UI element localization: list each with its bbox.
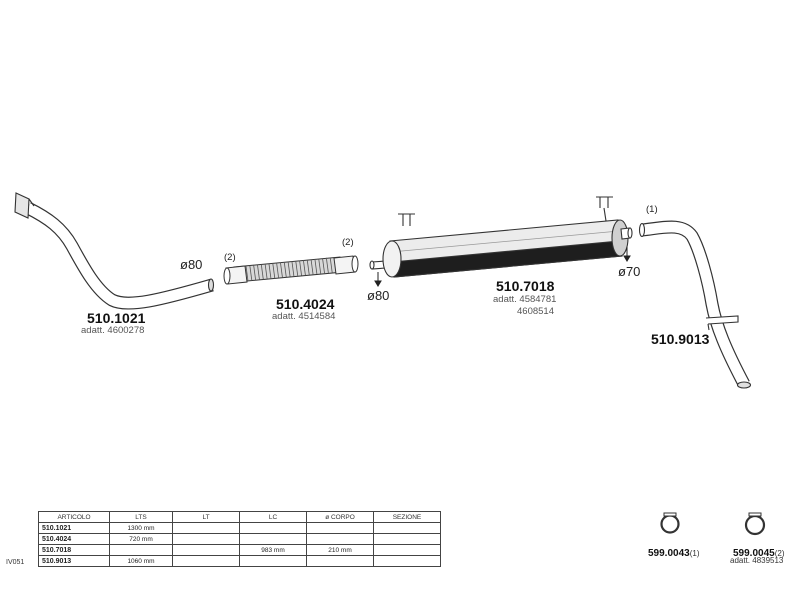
silencer-510-7018[interactable] (369, 196, 633, 278)
diameter-label-silencer-outlet: ø70 (618, 264, 641, 279)
table-row[interactable]: 510.9013 1060 mm (38, 555, 441, 567)
dimension-arrows (374, 247, 631, 287)
table-row-tag: IV051 (6, 559, 25, 566)
part-code-510-7018[interactable]: 510.7018 (496, 278, 555, 294)
part-code-510-4024[interactable]: 510.4024 (276, 296, 335, 312)
diameter-label-silencer-inlet: ø80 (367, 288, 390, 303)
diameter-label-front-pipe: ø80 (180, 257, 203, 272)
cell-lts: 720 mm (109, 533, 173, 545)
header-articolo: ARTICOLO (38, 511, 110, 523)
header-lts: LTS (109, 511, 173, 523)
cell-sezione (373, 555, 441, 567)
cell-lts (109, 544, 173, 556)
header-lc: LC (239, 511, 307, 523)
cell-lc: 983 mm (239, 544, 307, 556)
note-tailpipe: (1) (646, 204, 658, 215)
front-pipe-510-1021[interactable] (14, 192, 215, 310)
cell-lts: 1060 mm (109, 555, 173, 567)
cell-lt (172, 555, 240, 567)
cell-corpo (306, 522, 374, 534)
table-row[interactable]: 510.4024 720 mm (38, 533, 441, 545)
cell-lt (172, 544, 240, 556)
cell-lt (172, 533, 240, 545)
cell-sezione (373, 544, 441, 556)
clamp-code-599-0045[interactable]: 599.0045 (733, 548, 775, 559)
note-flex-left: (2) (224, 252, 236, 263)
table-row[interactable]: 510.7018 983 mm 210 mm (38, 544, 441, 556)
note-flex-right: (2) (342, 237, 354, 248)
part-adatt-510-4024: adatt. 4514584 (272, 311, 336, 322)
part-code-510-1021[interactable]: 510.1021 (87, 310, 146, 326)
cell-articolo: 510.7018 (38, 544, 110, 556)
cell-lt (172, 522, 240, 534)
header-corpo: ø CORPO (306, 511, 374, 523)
clamp-suffix-599-0043: (1) (689, 549, 700, 558)
clamp-suffix-599-0045: (2) (774, 549, 785, 558)
cell-sezione (373, 533, 441, 545)
cell-articolo: 510.4024 (38, 533, 110, 545)
part-code-510-9013[interactable]: 510.9013 (651, 331, 710, 347)
cell-lts: 1300 mm (109, 522, 173, 534)
part-adatt-510-7018-b: 4608514 (517, 306, 554, 317)
flex-pipe-510-4024[interactable] (223, 255, 359, 285)
cell-lc (239, 522, 307, 534)
tailpipe-510-9013[interactable] (638, 220, 752, 389)
cell-lc (239, 533, 307, 545)
table-header-row: ARTICOLO LTS LT LC ø CORPO SEZIONE (38, 511, 441, 523)
cell-lc (239, 555, 307, 567)
clamp-label-599-0045: 599.0045(2) (733, 543, 785, 561)
cell-articolo: 510.9013 (38, 555, 110, 567)
cell-corpo: 210 mm (306, 544, 374, 556)
header-lt: LT (172, 511, 240, 523)
clamp-code-599-0043[interactable]: 599.0043 (648, 548, 690, 559)
header-sezione: SEZIONE (373, 511, 441, 523)
table-row[interactable]: 510.1021 1300 mm (38, 522, 441, 534)
cell-articolo: 510.1021 (38, 522, 110, 534)
part-adatt-510-1021: adatt. 4600278 (81, 325, 145, 336)
parts-table: ARTICOLO LTS LT LC ø CORPO SEZIONE 510.1… (38, 511, 441, 567)
clamp-599-0043[interactable] (660, 512, 680, 534)
clamp-label-599-0043: 599.0043(1) (648, 543, 700, 561)
cell-corpo (306, 555, 374, 567)
cell-corpo (306, 533, 374, 545)
part-adatt-510-7018-a: adatt. 4584781 (493, 294, 557, 305)
clamp-599-0045[interactable] (744, 512, 766, 536)
clamp-adatt-599-0045: adatt. 4839513 (730, 556, 784, 565)
cell-sezione (373, 522, 441, 534)
